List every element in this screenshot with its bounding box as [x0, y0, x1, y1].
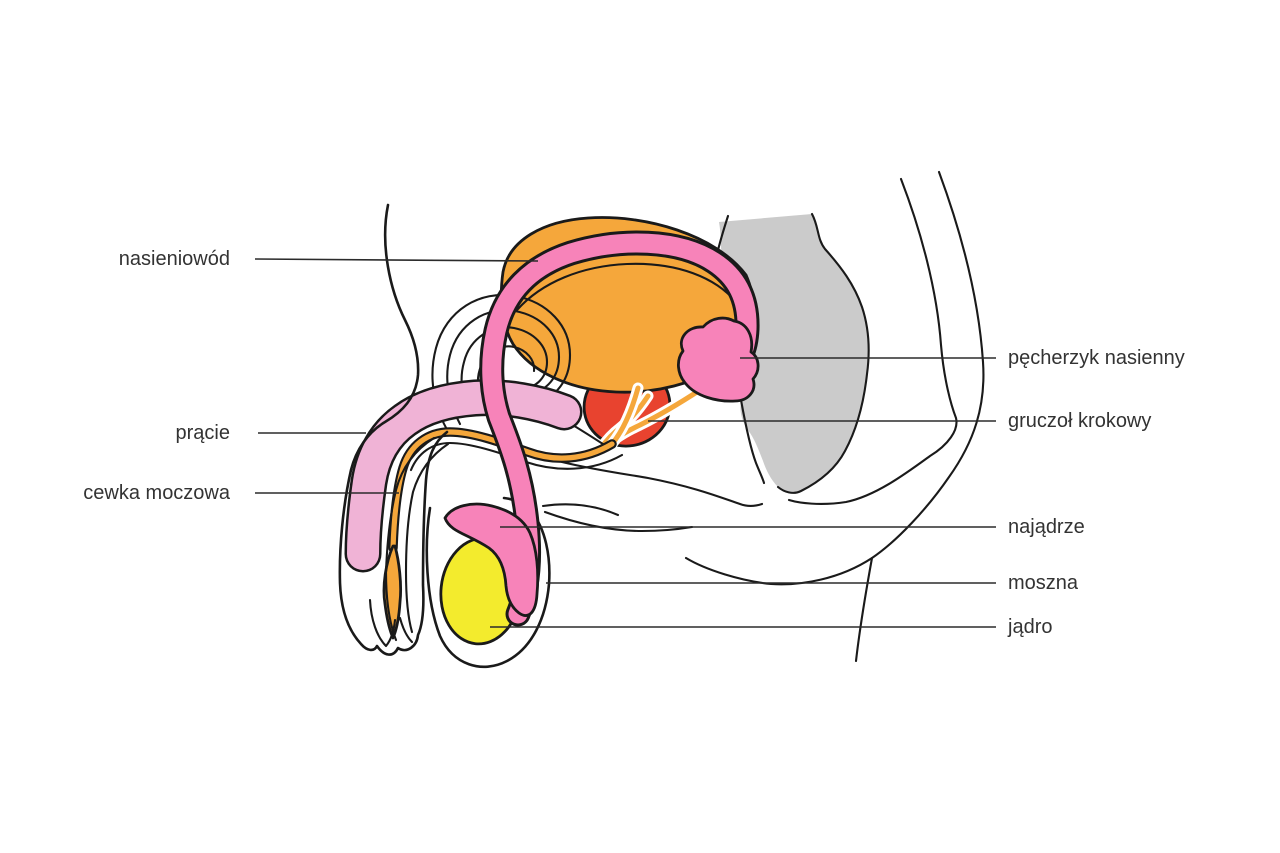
sacrum-back-outline [776, 212, 870, 494]
epididymis-shape [443, 502, 540, 617]
label-pracie: prącie [175, 422, 230, 444]
penis-inner-line-1 [384, 436, 436, 642]
leader-line-nasieniowod [254, 258, 539, 262]
urethra-prostatic [609, 385, 641, 447]
scrotum-top-line [541, 503, 620, 517]
vas-deferens-tube [482, 233, 757, 624]
label-pecherzyk-nasienny: pęcherzyk nasienny [1008, 347, 1185, 369]
urethra-glans-spindle [382, 544, 403, 640]
bladder-inner-wall-line [515, 262, 738, 312]
urethra-bundle-line [409, 441, 624, 472]
seminal-vesicle-shape [677, 316, 760, 403]
inner-back-contour [787, 177, 958, 505]
label-gruczol-krokowy: gruczoł krokowy [1008, 410, 1152, 432]
perineum-line [543, 510, 694, 533]
sacrum-shape [719, 214, 869, 493]
label-najadrze: najądrze [1008, 516, 1085, 538]
foreskin-fold-2 [398, 616, 414, 644]
label-jadro: jądro [1008, 616, 1053, 638]
label-moszna: moszna [1008, 572, 1079, 594]
label-cewka-moczowa: cewka moczowa [83, 482, 230, 504]
pelvic-floor-line [560, 460, 764, 507]
foreskin-fold-1 [368, 598, 397, 648]
penis-inner-line-2 [404, 442, 450, 634]
outer-back-contour [684, 170, 985, 586]
inguinal-fold-3 [460, 326, 549, 417]
thigh-line [854, 556, 874, 663]
penis-corpus-shape [347, 381, 580, 570]
urethra-shaft [390, 429, 615, 551]
label-nasieniowod: nasieniowód [118, 248, 230, 270]
abdomen-penis-outline [338, 203, 449, 656]
